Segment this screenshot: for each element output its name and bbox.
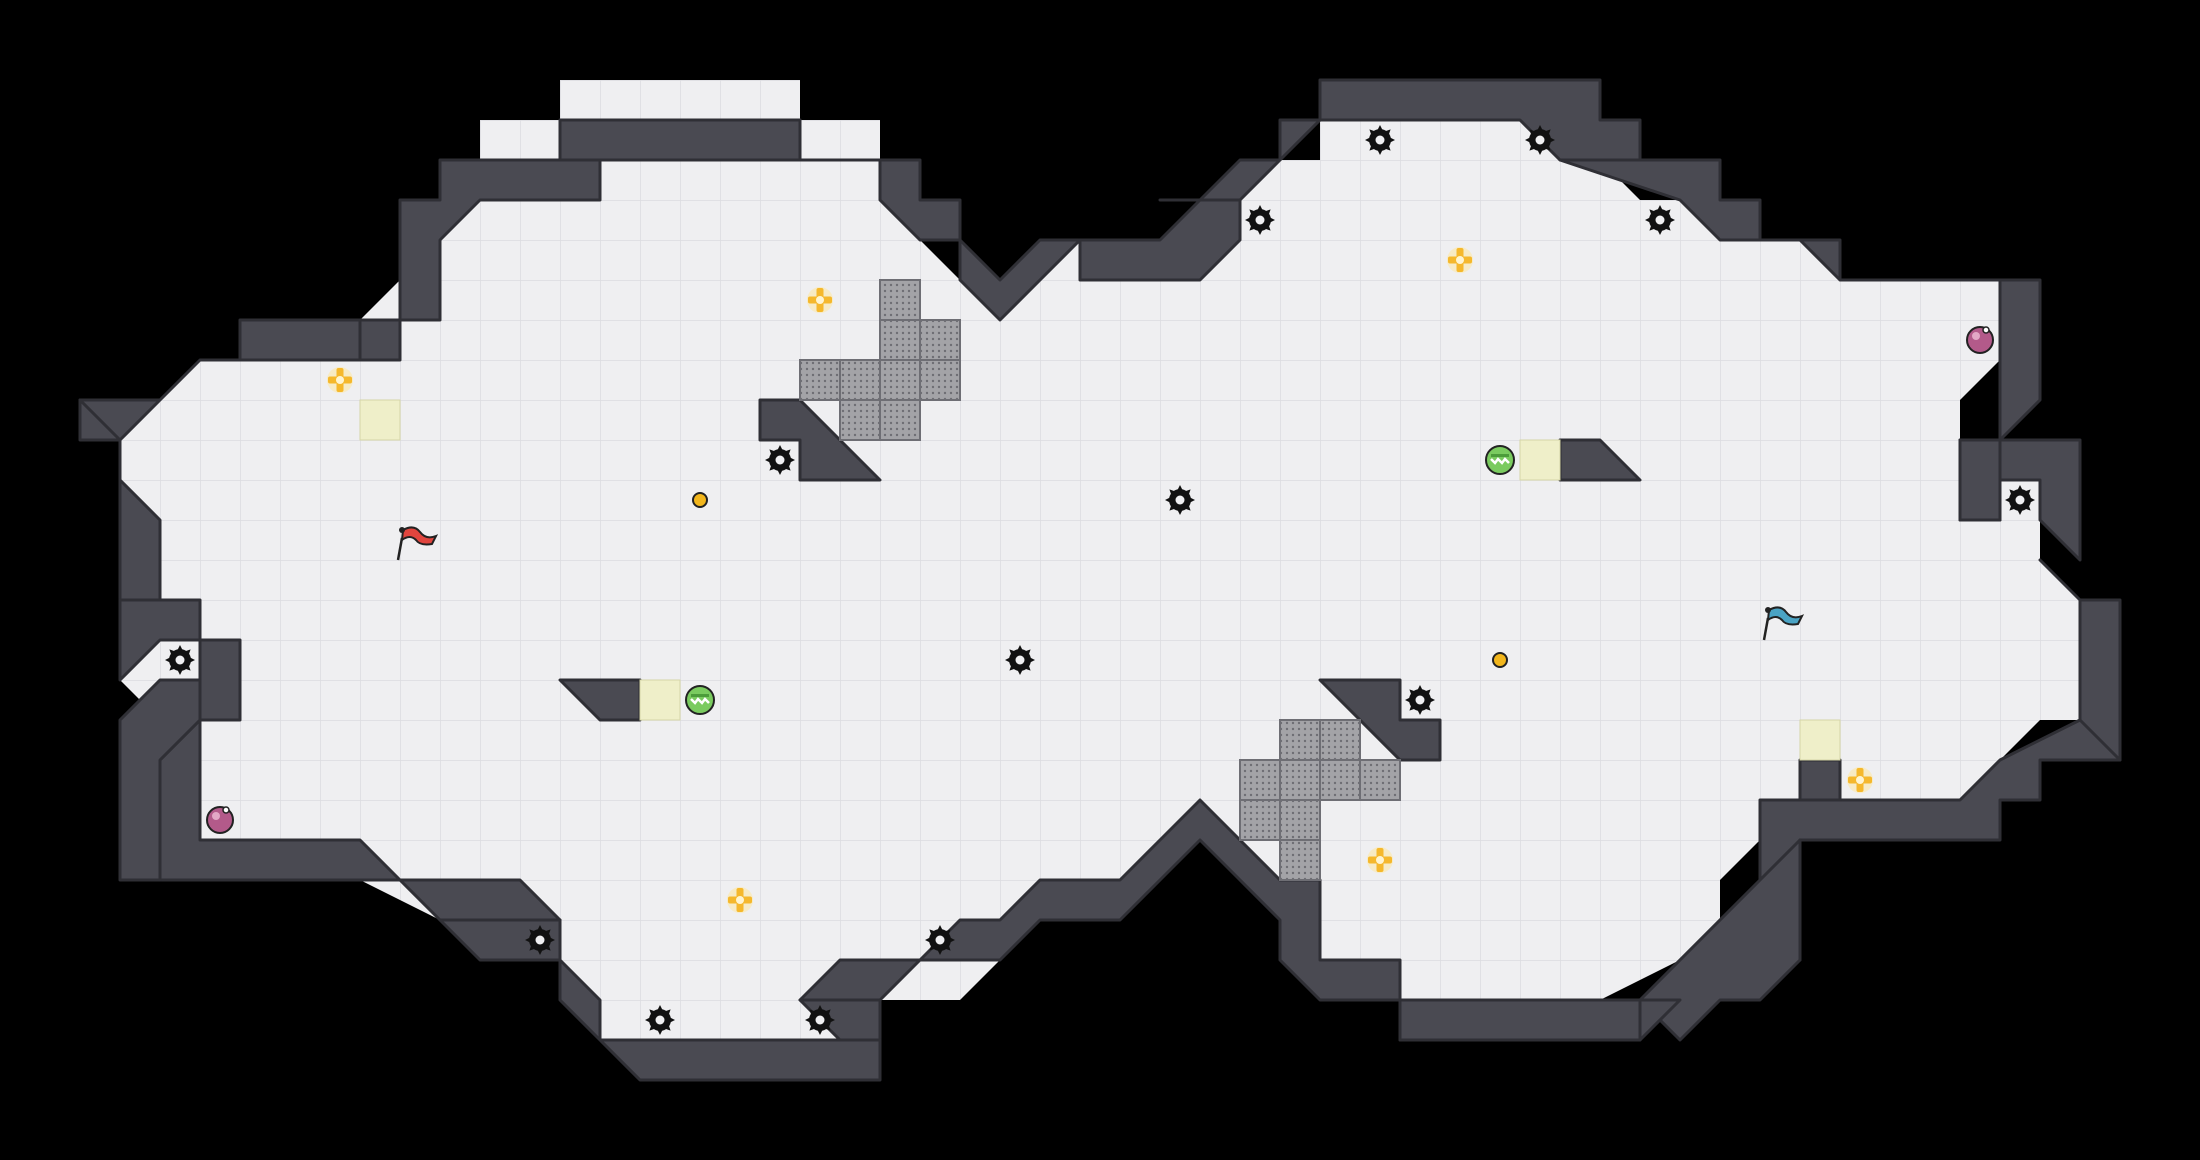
green-orb-icon [684,684,716,716]
coin-icon [1492,652,1508,668]
wall-bottom-b [1398,998,1642,1042]
outer-walls [78,78,2122,1082]
pads [359,399,1841,761]
plus-powerup-icon [327,367,353,393]
block-left [198,638,242,722]
pad [1519,439,1561,481]
plus-powerup-icon [727,887,753,913]
spike-mine-icon [765,445,795,475]
spike-mine-icon [1245,205,1275,235]
floor [120,80,2080,1040]
grate [1279,799,1321,841]
spike-mine-icon [2005,485,2035,515]
grate [1319,719,1361,761]
floor-area [120,80,2080,1040]
wall-top-right-b [1558,158,2042,442]
grate [1239,799,1281,841]
grate [879,399,921,441]
spike-mine-icon [165,645,195,675]
metal-grates [799,279,1401,881]
spike-mine-icon [1365,125,1395,155]
wall-bottom-left-d [158,718,562,922]
spike-mine-icon [1405,685,1435,715]
plus-powerup-icon [1847,767,1873,793]
spike-mine-icon [1165,485,1195,515]
grate [879,359,921,401]
grate [1359,759,1401,801]
flag-icon [1762,606,1805,641]
grate [799,359,841,401]
grate [919,359,961,401]
green-orb-icon [1484,444,1516,476]
wall-mid-left-top [358,318,402,362]
plus-powerup-icon [1367,847,1393,873]
block-bottom-right [1798,758,1842,802]
pad [639,679,681,721]
spike-mine-icon [525,925,555,955]
grate [1239,759,1281,801]
grate [1279,759,1321,801]
grate [879,279,921,321]
spike-mine-icon [645,1005,675,1035]
spike-mine-icon [805,1005,835,1035]
grate [1319,759,1361,801]
bomb-icon [1966,326,1994,354]
wall-bottom-left-b [558,958,882,1082]
interior-walls [198,398,2002,802]
spike-mine-icon [1005,645,1035,675]
pad [359,399,401,441]
wall-top-mid [558,118,802,162]
flag-icon [396,526,439,561]
grate [839,399,881,441]
plus-powerup-icon [807,287,833,313]
wall-upper-mid-b [1078,198,1242,282]
plus-powerup-icon [1447,247,1473,273]
grate [839,359,881,401]
grate [919,319,961,361]
wall-top-right-a [1158,78,1642,202]
coin-icon [692,492,708,508]
grate [1279,839,1321,881]
spike-mine-icon [1525,125,1555,155]
spike-mine-icon [1645,205,1675,235]
grate [1279,719,1321,761]
bomb-icon [206,806,234,834]
spike-mine-icon [925,925,955,955]
grate [879,319,921,361]
block-right-inner [1958,438,2002,522]
pad [1799,719,1841,761]
